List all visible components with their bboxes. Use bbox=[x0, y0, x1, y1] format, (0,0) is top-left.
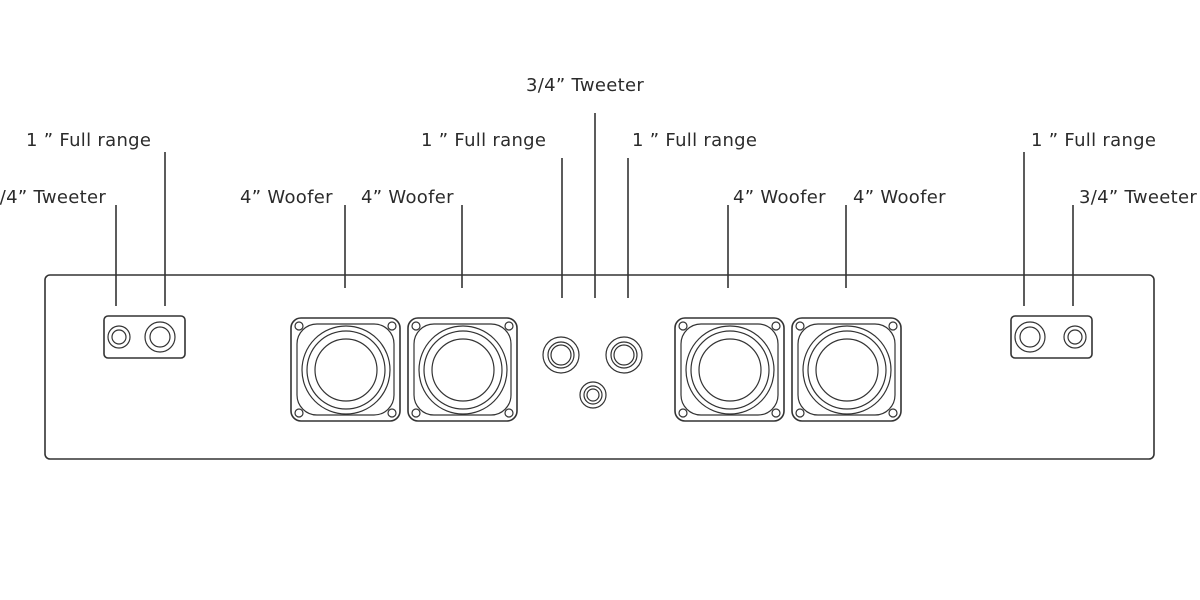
label-woofer-1: 4” Woofer bbox=[240, 187, 333, 208]
woofer-3 bbox=[674, 317, 785, 422]
label-tweeter-right: 3/4” Tweeter bbox=[1079, 187, 1197, 208]
label-woofer-4: 4” Woofer bbox=[853, 187, 946, 208]
label-full-range-center-left: 1 ” Full range bbox=[421, 130, 546, 151]
woofer-1 bbox=[290, 317, 401, 422]
left-driver-plate bbox=[103, 315, 186, 359]
label-tweeter-center: 3/4” Tweeter bbox=[526, 75, 644, 96]
soundbar-body bbox=[44, 274, 1155, 460]
label-tweeter-left: 3/4” Tweeter bbox=[0, 187, 106, 208]
leader-lines bbox=[115, 113, 1074, 306]
label-full-range-left: 1 ” Full range bbox=[26, 130, 151, 151]
woofer-2 bbox=[407, 317, 518, 422]
full-range-center-right bbox=[605, 336, 643, 374]
right-driver-plate bbox=[1010, 315, 1093, 359]
label-full-range-right: 1 ” Full range bbox=[1031, 130, 1156, 151]
label-full-range-center-right: 1 ” Full range bbox=[632, 130, 757, 151]
tweeter-right bbox=[1063, 325, 1087, 349]
label-woofer-2: 4” Woofer bbox=[361, 187, 454, 208]
full-range-right bbox=[1014, 321, 1046, 353]
tweeter-left bbox=[107, 325, 131, 349]
label-woofer-3: 4” Woofer bbox=[733, 187, 826, 208]
full-range-center-left bbox=[542, 336, 580, 374]
woofer-4 bbox=[791, 317, 902, 422]
tweeter-center bbox=[579, 381, 607, 409]
full-range-left bbox=[144, 321, 176, 353]
